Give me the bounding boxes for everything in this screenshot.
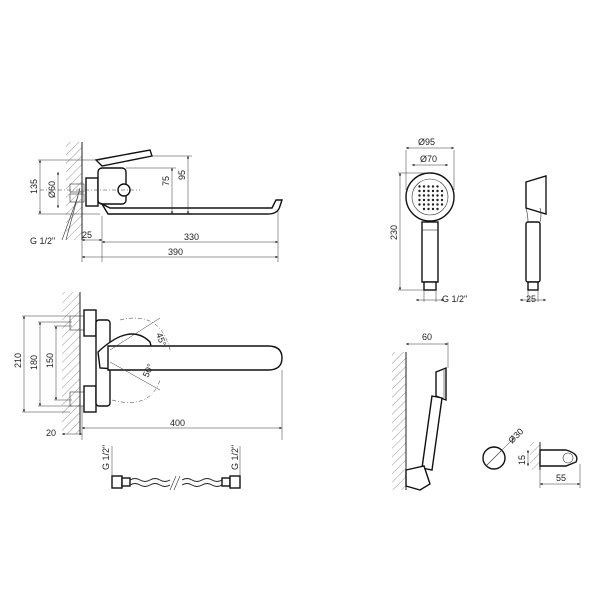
wall-hatch <box>66 142 82 240</box>
dim-25-side: 25 <box>82 230 92 240</box>
nozzle-dot <box>427 207 430 211</box>
nozzle-dot <box>418 189 421 193</box>
handle-front <box>421 221 439 283</box>
wall-hatch-front <box>62 292 80 434</box>
nozzle-dot <box>422 207 426 211</box>
nozzles <box>418 185 444 211</box>
spout-side <box>100 199 283 215</box>
nozzle-dot <box>440 203 444 206</box>
dim-15: 15 <box>517 455 527 465</box>
nozzle-dot <box>422 198 426 202</box>
dim-150: 150 <box>45 353 55 368</box>
nozzle-dot <box>427 203 430 206</box>
hose-thread-left: G 1/2" <box>101 445 111 470</box>
dim-330: 330 <box>184 232 199 242</box>
nozzle-dot <box>422 194 426 197</box>
front-view: 45° 50° 210 180 150 20 400 <box>13 292 283 440</box>
nozzle-dot <box>427 185 430 188</box>
nozzle-dot <box>431 203 435 206</box>
wall-hatch-small <box>530 442 540 470</box>
shower-head-side: 25 <box>520 175 547 304</box>
nozzle-dot <box>418 185 421 188</box>
nozzle-dot <box>427 189 430 193</box>
dim-55: 55 <box>556 473 566 483</box>
nozzle-dot <box>431 198 435 202</box>
dim-d70: Ø70 <box>420 154 437 164</box>
dim-230: 230 <box>389 225 399 240</box>
holder-view: 60 Ø30 15 55 <box>392 332 581 491</box>
spout-front <box>107 345 283 371</box>
hose: G 1/2" G 1/2" <box>101 445 241 491</box>
handle-side <box>525 221 541 283</box>
handle-holder <box>421 395 443 471</box>
dim-400: 400 <box>170 418 185 428</box>
wall-bracket <box>405 465 431 491</box>
shower-head-outer <box>405 172 455 222</box>
angle-45: 45° <box>154 331 168 348</box>
dim-20: 20 <box>46 428 56 438</box>
side-view: 135 Ø60 95 75 G 1/2" 25 330 390 <box>29 142 283 262</box>
nozzle-dot <box>436 194 439 197</box>
shower-head-front: Ø95 Ø70 230 G 1/2" <box>389 137 467 304</box>
nozzle-dot <box>418 198 421 202</box>
dim-d95: Ø95 <box>418 137 435 147</box>
nozzle-dot <box>431 194 435 197</box>
dim-180: 180 <box>29 355 39 370</box>
nozzle-dot <box>436 207 439 211</box>
nozzle-dot <box>427 194 430 197</box>
dim-135: 135 <box>29 179 39 194</box>
dim-25-shower: 25 <box>526 294 536 304</box>
hose-thread-right: G 1/2" <box>230 445 240 470</box>
dim-210: 210 <box>13 353 23 368</box>
dim-75: 75 <box>161 176 171 186</box>
thread-shower: G 1/2" <box>442 294 467 304</box>
nozzle-dot <box>427 198 430 202</box>
nozzle-dot <box>440 194 444 197</box>
nozzle-dot <box>418 203 421 206</box>
nozzle-dot <box>436 185 439 188</box>
nozzle-dot <box>440 189 444 193</box>
shower-head-inner <box>411 178 449 216</box>
wall-hatch-holder <box>392 352 406 490</box>
nozzle-dot <box>422 189 426 193</box>
nozzle-dot <box>431 185 435 188</box>
dim-390: 390 <box>168 247 183 257</box>
nozzle-dot <box>431 207 435 211</box>
dim-d30: Ø30 <box>506 426 525 445</box>
lever-side <box>94 149 153 167</box>
nozzle-dot <box>431 189 435 193</box>
nozzle-dot <box>418 194 421 197</box>
nozzle-dot <box>440 198 444 202</box>
nozzle-dot <box>436 203 439 206</box>
nozzle-dot <box>436 198 439 202</box>
dim-d60: Ø60 <box>47 181 57 198</box>
nozzle-dot <box>422 203 426 206</box>
dim-60-holder: 60 <box>422 332 432 342</box>
bracket-detail <box>539 449 578 467</box>
dim-95: 95 <box>177 170 187 180</box>
nozzle-dot <box>436 189 439 193</box>
thread-side: G 1/2" <box>30 236 55 246</box>
mixer-body-side <box>85 177 99 207</box>
nozzle-dot <box>422 185 426 188</box>
